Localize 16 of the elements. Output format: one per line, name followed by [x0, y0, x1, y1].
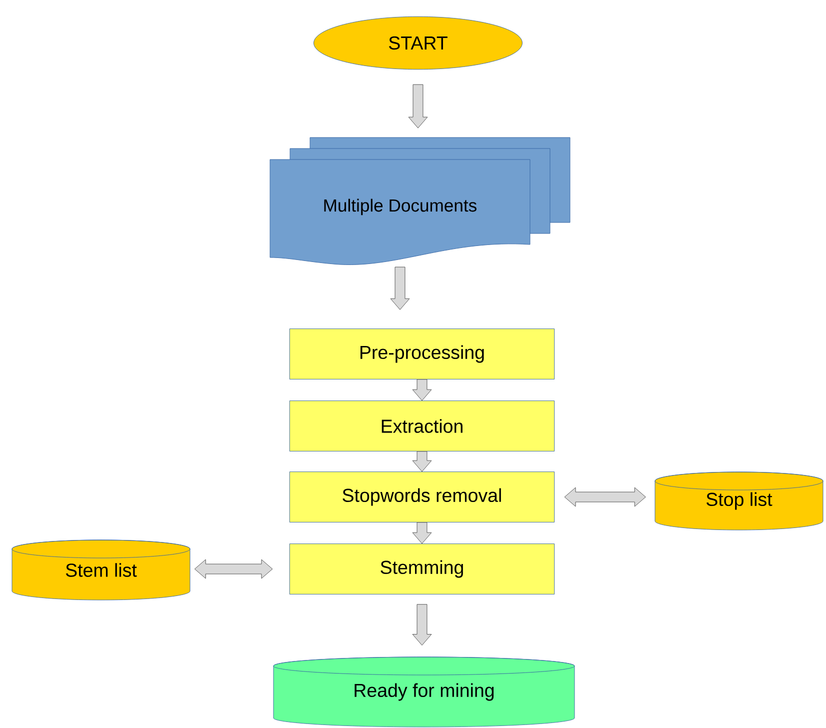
block-arrow [390, 266, 410, 310]
block-arrow [412, 522, 432, 544]
block-arrow [412, 451, 432, 472]
process-box: Stemming [289, 544, 555, 594]
block-arrow [412, 604, 432, 646]
process-box: Pre-processing [289, 328, 555, 380]
block-arrow [564, 487, 646, 507]
process-box: Stopwords removal [289, 472, 555, 522]
database-cylinder: Ready for mining [273, 656, 575, 728]
database-cylinder: Stem list [12, 540, 190, 600]
document-stack: Multiple Documents [270, 137, 570, 265]
block-arrow [194, 559, 273, 579]
database-cylinder: Stop list [654, 472, 824, 530]
block-arrow [408, 84, 428, 128]
block-arrow [412, 379, 432, 401]
process-box: Extraction [289, 400, 555, 452]
